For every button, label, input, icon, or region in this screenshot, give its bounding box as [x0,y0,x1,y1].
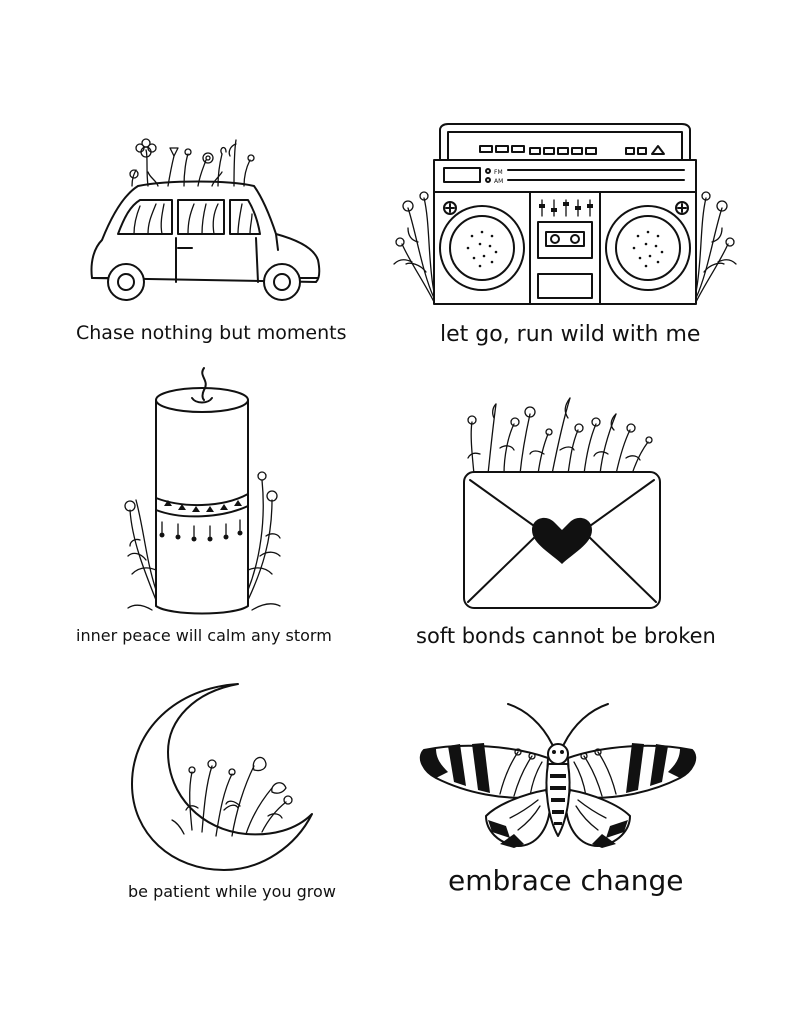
moth-illustration [414,698,702,854]
envelope-illustration [460,384,664,612]
moon-illustration [128,680,318,874]
boombox-illustration: FM AM [388,122,744,310]
fm-label: FM [494,169,503,176]
boombox-icon: FM AM [393,123,737,305]
boombox-caption: let go, run wild with me [440,322,701,347]
moth-caption: embrace change [448,864,684,897]
envelope-icon [463,397,661,609]
moon-icon [131,683,313,871]
moth-icon [419,703,697,848]
moon-caption: be patient while you grow [128,882,336,901]
envelope-caption: soft bonds cannot be broken [416,624,716,648]
car-icon [90,138,321,301]
candle-illustration [122,360,290,618]
am-label: AM [494,178,503,185]
car-caption: Chase nothing but moments [76,322,347,344]
candle-caption: inner peace will calm any storm [76,626,332,645]
candle-icon [124,367,281,615]
car-illustration [88,130,324,306]
